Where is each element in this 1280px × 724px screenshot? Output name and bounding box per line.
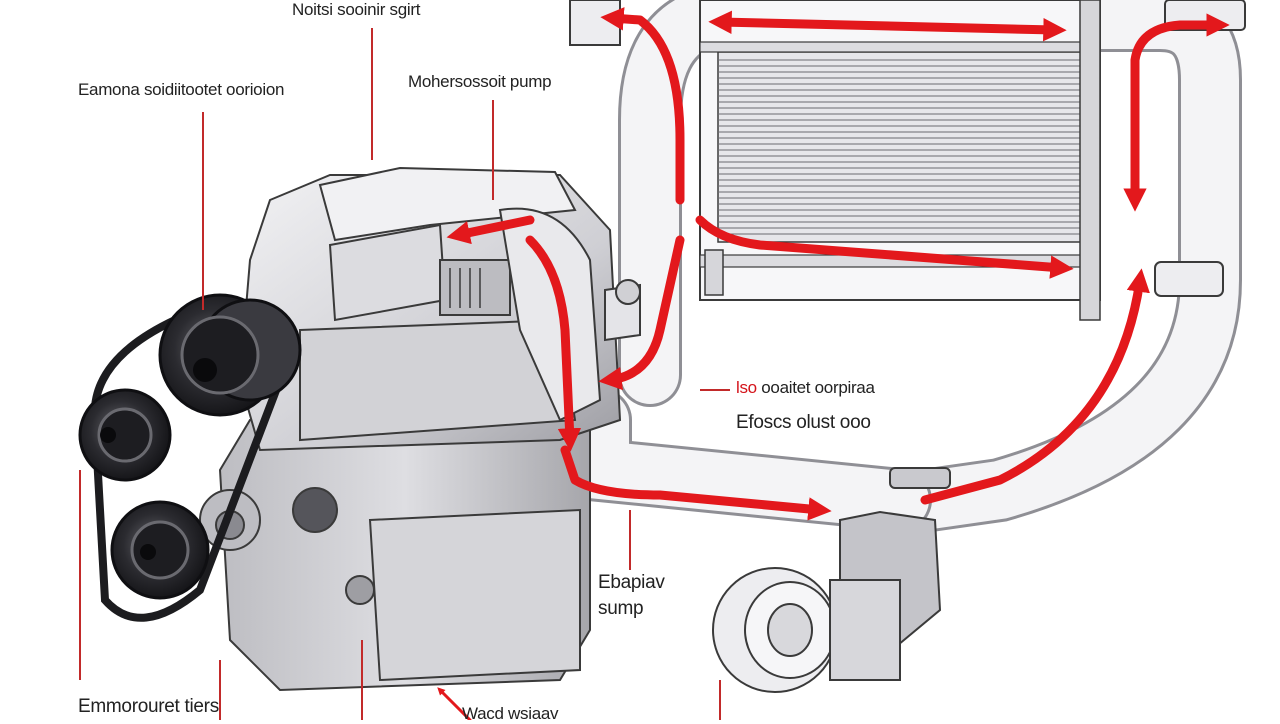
label-ctrl-sub: Efoscs olust ooo (736, 412, 871, 433)
radiator-core (717, 51, 1085, 243)
label-sump-line1: Ebapiav (598, 572, 665, 593)
valve-cover (318, 166, 577, 242)
water-pump (712, 467, 951, 693)
flow-arrow-riser (598, 235, 685, 391)
label-ctrl-rest: ooaitet oorpiraa (761, 378, 875, 397)
label-ctrl: lso ooaitet oorpiraa (736, 378, 875, 398)
label-bottom-mid: Wacd wsiaav (462, 704, 559, 723)
label-top-left: Eamona soidiitootet oorioion (78, 80, 285, 99)
label-sump-line2: sump (598, 598, 644, 619)
intake-manifold (439, 259, 511, 316)
radiator-fins (718, 59, 1084, 235)
flow-arrow-return (920, 268, 1150, 505)
label-bottom-left: Emmorouret tiers (78, 696, 219, 717)
flow-arrow-bottom-small (437, 687, 472, 720)
flow-arrow-top (708, 10, 1067, 42)
oil-pan (368, 508, 581, 682)
flow-arrow-lower (560, 445, 832, 521)
flow-arrow-top-right (1123, 13, 1230, 212)
radiator-outlet-stub (1154, 261, 1224, 297)
leader-lines (79, 28, 730, 720)
flow-arrow-top-left (600, 7, 685, 205)
flow-arrow-radiator-mid (695, 215, 1074, 279)
pump-inlet-stub (889, 467, 951, 489)
label-pump-top: Mohersossoit pump (408, 72, 552, 91)
coolant-flow-arrows (437, 7, 1230, 720)
label-ctrl-red: lso (736, 378, 757, 397)
flow-arrow-engine-top (446, 215, 535, 245)
label-top: Noitsi sooinir sgirt (292, 0, 421, 19)
flow-arrow-engine-down (525, 235, 582, 452)
engine (199, 166, 641, 692)
belt-drive (78, 293, 302, 622)
